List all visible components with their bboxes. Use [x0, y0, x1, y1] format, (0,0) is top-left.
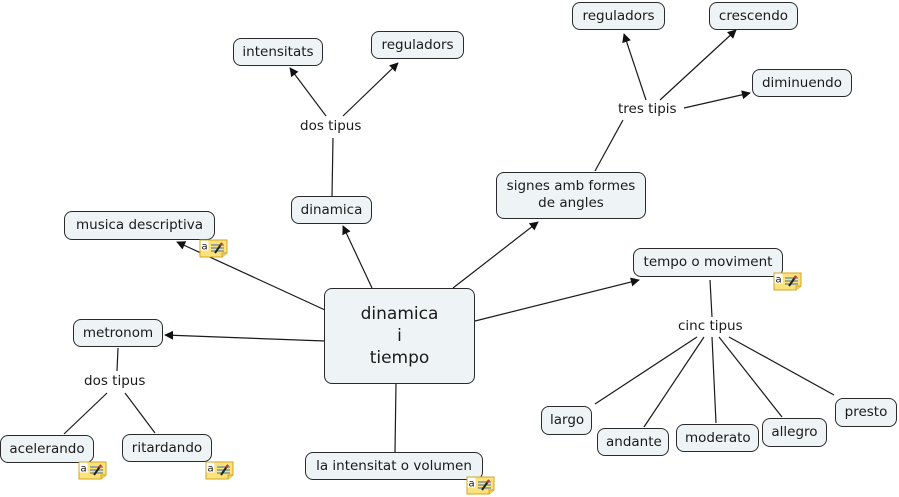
concept-moderato[interactable]: moderato	[676, 424, 759, 452]
svg-text:a: a	[81, 464, 87, 475]
link-metronom-dostipus	[116, 347, 119, 372]
concept-ritardando[interactable]: ritardando	[122, 434, 212, 462]
concept-andante[interactable]: andante	[597, 428, 669, 456]
link-center-metronom	[164, 330, 326, 342]
concept-reguladors-signes[interactable]: reguladors	[572, 2, 665, 30]
link-trestipis-diminuendo	[683, 90, 751, 109]
concept-largo[interactable]: largo	[541, 406, 592, 435]
concept-allegro[interactable]: allegro	[762, 418, 827, 447]
concept-tempo-o-moviment[interactable]: tempo o moviment	[633, 248, 783, 277]
concept-diminuendo[interactable]: diminuendo	[752, 69, 852, 97]
concept-musica-descriptiva[interactable]: musica descriptiva	[64, 211, 215, 240]
link-signes-trestipis	[594, 119, 624, 172]
svg-text:a: a	[208, 464, 214, 475]
linking-phrase-dos-tipus-metronom: dos tipus	[82, 373, 148, 390]
link-center-signes	[452, 221, 539, 289]
concept-signes-amb-formes-de-angles[interactable]: signes amb formes de angles	[496, 172, 646, 219]
link-dostipus-ritardando	[124, 392, 156, 434]
annotation-note-icon[interactable]: a	[199, 239, 228, 258]
link-trestipis-crescendo	[659, 29, 737, 101]
concept-reguladors-dinamica[interactable]: reguladors	[371, 31, 464, 59]
link-center-volumen	[394, 382, 397, 453]
link-cinctipus-allegro	[718, 336, 783, 418]
link-center-tempo	[474, 277, 640, 322]
annotation-note-icon[interactable]: a	[773, 272, 802, 291]
concept-crescendo[interactable]: crescendo	[709, 2, 798, 30]
annotation-note-icon[interactable]: a	[78, 461, 107, 480]
concept-la-intensitat-o-volumen[interactable]: la intensitat o volumen	[305, 452, 483, 480]
link-tempo-cinctipus	[709, 279, 713, 318]
concept-metronom[interactable]: metronom	[73, 319, 163, 347]
link-dostipus-acelerando	[63, 392, 108, 435]
link-dostipus-reguladors	[342, 62, 399, 117]
concept-acelerando[interactable]: acelerando	[0, 435, 94, 463]
link-cinctipus-presto	[728, 336, 835, 396]
concept-center-dinamica-i-tiempo[interactable]: dinamica i tiempo	[324, 288, 475, 384]
linking-phrase-dos-tipus-dinamica: dos tipus	[298, 118, 364, 135]
linking-phrase-tres-tipis: tres tipis	[616, 101, 679, 118]
link-dostipus-intensitats	[289, 67, 327, 117]
link-cinctipus-moderato	[711, 336, 717, 424]
svg-text:a: a	[776, 275, 782, 286]
svg-text:a: a	[469, 479, 475, 490]
svg-text:a: a	[202, 242, 208, 253]
link-trestipis-reguladors	[622, 33, 647, 101]
linking-phrase-cinc-tipus: cinc tipus	[676, 318, 745, 335]
link-cinctipus-andante	[643, 336, 705, 428]
concept-dinamica[interactable]: dinamica	[291, 196, 372, 224]
link-dinamica-dostipus	[331, 137, 334, 197]
link-center-dinamica	[342, 225, 373, 289]
annotation-note-icon[interactable]: a	[466, 476, 495, 495]
concept-intensitats[interactable]: intensitats	[233, 38, 323, 66]
link-cinctipus-largo	[594, 336, 698, 405]
annotation-note-icon[interactable]: a	[205, 461, 234, 480]
concept-presto[interactable]: presto	[835, 398, 897, 427]
